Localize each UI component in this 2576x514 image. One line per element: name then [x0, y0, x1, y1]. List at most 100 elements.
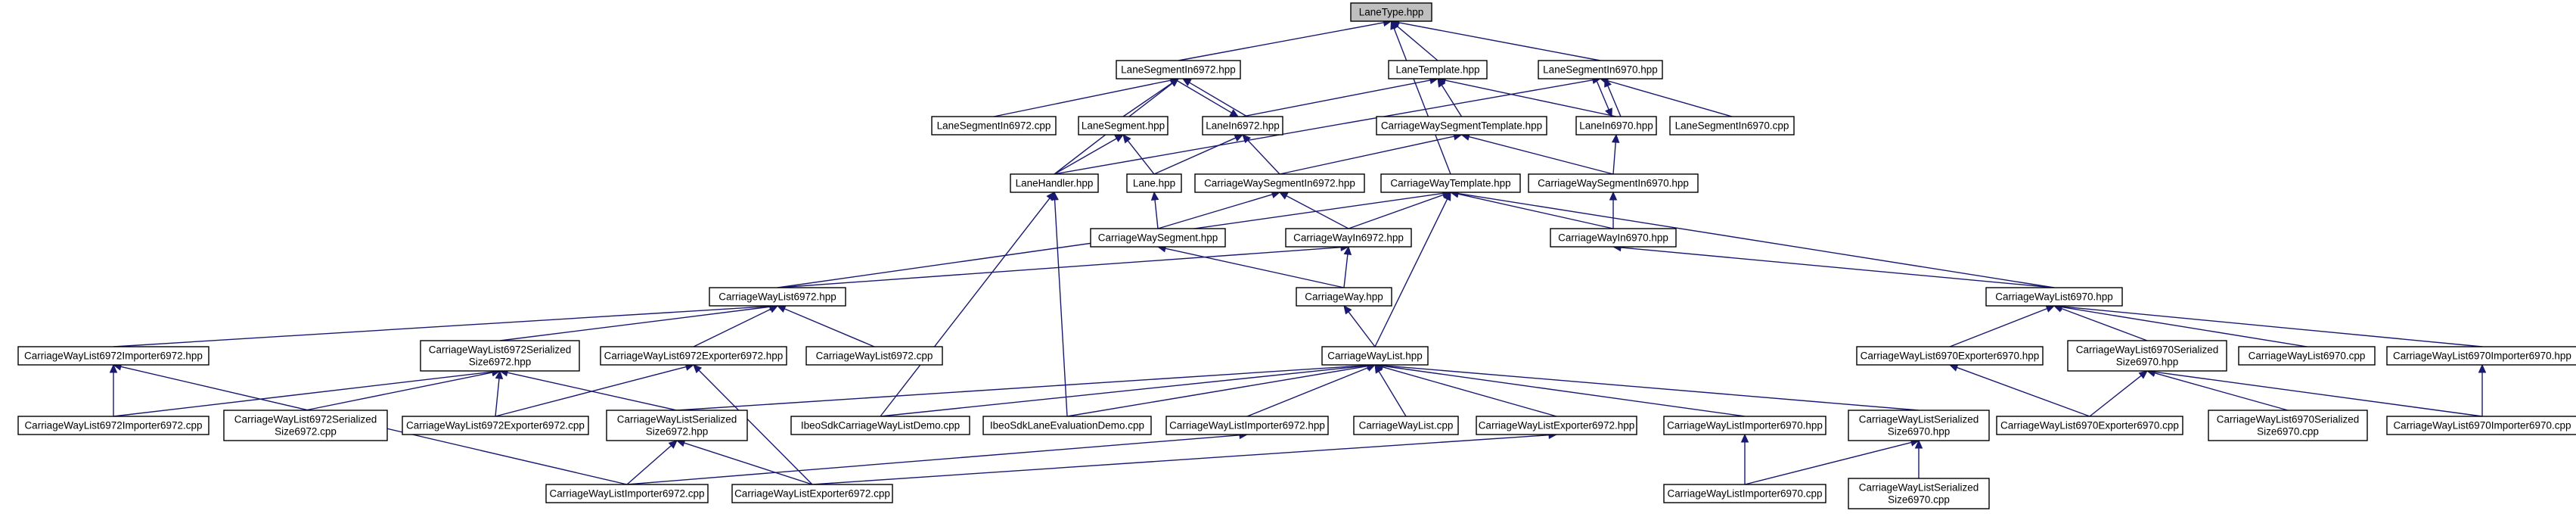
dependency-edge: [1122, 134, 1155, 175]
file-node-carriagewaysegment-hpp[interactable]: CarriageWaySegment.hpp: [1090, 228, 1226, 248]
edge-line: [1393, 28, 1451, 175]
dependency-edge: [2478, 363, 2487, 416]
node-box: [1285, 228, 1412, 248]
file-node-cwlexporter6972-hpp[interactable]: CarriageWayListExporter6972.hpp: [1476, 416, 1637, 435]
edge-line: [1348, 311, 1376, 347]
arrowhead-icon: [2045, 304, 2056, 313]
arrowhead-icon: [1611, 133, 1620, 143]
file-node-cwl6970importer6970-cpp[interactable]: CarriageWayList6970Importer6970.cpp: [2386, 416, 2576, 435]
node-box: [1663, 416, 1826, 435]
file-node-carriagewaysegmentin6972-hpp[interactable]: CarriageWaySegmentIn6972.hpp: [1194, 173, 1365, 193]
dependency-edge: [2146, 369, 2289, 411]
arrowhead-icon: [1114, 134, 1125, 142]
arrowhead-icon: [668, 440, 678, 449]
node-label: CarriageWayList6970.hpp: [1995, 291, 2113, 303]
edge-line: [1122, 83, 1173, 117]
node-label: CarriageWayListExporter6972.hpp: [1479, 420, 1635, 431]
node-box: [1856, 346, 2044, 366]
node-label: CarriageWayList.hpp: [1327, 350, 1423, 362]
file-node-cwlimporter6970-hpp[interactable]: CarriageWayListImporter6970.hpp: [1663, 416, 1826, 435]
node-label: LaneSegmentIn6970.cpp: [1675, 120, 1789, 132]
arrowhead-icon: [1390, 20, 1398, 30]
file-node-carriagewayin6970-hpp[interactable]: CarriageWayIn6970.hpp: [1550, 228, 1677, 248]
file-node-cwlexporter6972-cpp[interactable]: CarriageWayListExporter6972.cpp: [731, 484, 893, 503]
file-node-lanein6972-hpp[interactable]: LaneIn6972.hpp: [1202, 116, 1283, 136]
node-label: CarriageWayList6970Exporter6970.hpp: [1861, 350, 2040, 362]
edge-line: [1396, 25, 1439, 61]
dependency-edges: [109, 18, 2487, 485]
file-node-carriageway-hpp[interactable]: CarriageWay.hpp: [1296, 287, 1392, 307]
file-node-cwl6970exporter6970-cpp[interactable]: CarriageWayList6970Exporter6970.cpp: [1996, 416, 2183, 435]
node-label: Size6972.hpp: [646, 426, 709, 438]
file-node-cwl6972serializedsize6972-hpp[interactable]: CarriageWayList6972SerializedSize6972.hp…: [420, 340, 580, 372]
edge-line: [113, 305, 771, 347]
file-node-ibeosdkcarriagewaylistdemo-cpp[interactable]: IbeoSdkCarriageWayListDemo.cpp: [790, 416, 970, 435]
file-node-carriagewaylist6972-hpp[interactable]: CarriageWayList6972.hpp: [709, 287, 846, 307]
file-node-cwl6972serializedsize6972-cpp[interactable]: CarriageWayList6972SerializedSize6972.cp…: [223, 410, 388, 441]
edge-line: [1607, 85, 1622, 117]
file-node-lanein6970-hpp[interactable]: LaneIn6970.hpp: [1575, 116, 1657, 136]
file-node-carriagewaylist6970-cpp[interactable]: CarriageWayList6970.cpp: [2238, 346, 2376, 366]
node-label: Lane.hpp: [1133, 178, 1175, 189]
edge-line: [1054, 79, 1594, 175]
arrowhead-icon: [1169, 78, 1179, 87]
edge-line: [784, 308, 875, 347]
node-label: CarriageWayListSerialized: [1859, 482, 1979, 494]
node-label: LaneTemplate.hpp: [1395, 64, 1479, 76]
file-node-cwlimporter6972-hpp[interactable]: CarriageWayListImporter6972.hpp: [1165, 416, 1329, 435]
file-node-carriagewaylist-hpp[interactable]: CarriageWayList.hpp: [1321, 346, 1429, 366]
file-node-cwlimporter6972-cpp[interactable]: CarriageWayListImporter6972.cpp: [545, 484, 709, 503]
edge-line: [113, 371, 493, 417]
edge-line: [1949, 307, 2047, 347]
file-node-lanesegmentin6970-cpp[interactable]: LaneSegmentIn6970.cpp: [1669, 116, 1795, 136]
arrowhead-icon: [1051, 191, 1059, 201]
node-label: CarriageWayList6972Serialized: [429, 344, 572, 356]
node-label: CarriageWaySegmentIn6972.hpp: [1204, 178, 1355, 189]
edge-line: [693, 308, 771, 347]
file-node-cwl6970importer6970-hpp[interactable]: CarriageWayList6970Importer6970.hpp: [2386, 346, 2576, 366]
file-node-carriagewayin6972-hpp[interactable]: CarriageWayIn6972.hpp: [1285, 228, 1412, 248]
file-node-cwl6972exporter6972-hpp[interactable]: CarriageWayList6972Exporter6972.hpp: [600, 346, 787, 366]
node-box: [1848, 478, 1990, 509]
dependency-edge: [1595, 78, 1612, 118]
edge-line: [305, 372, 493, 411]
file-node-carriagewaylist6972-cpp[interactable]: CarriageWayList6972.cpp: [805, 346, 943, 366]
file-node-lanesegment-hpp[interactable]: LaneSegment.hpp: [1078, 116, 1169, 136]
file-node-cwl6972exporter6972-cpp[interactable]: CarriageWayList6972Exporter6972.cpp: [402, 416, 589, 435]
file-node-lanesegmentin6972-cpp[interactable]: LaneSegmentIn6972.cpp: [931, 116, 1057, 136]
arrowhead-icon: [1278, 192, 1289, 200]
dependency-edge: [1612, 243, 2055, 288]
edge-line: [676, 364, 1368, 411]
dependency-edge: [693, 364, 813, 485]
node-box: [1116, 60, 1241, 79]
file-node-lanehandler-hpp[interactable]: LaneHandler.hpp: [1010, 173, 1099, 193]
file-node-lanetemplate-hpp[interactable]: LaneTemplate.hpp: [1388, 60, 1488, 79]
file-node-carriagewaylist-cpp[interactable]: CarriageWayList.cpp: [1353, 416, 1459, 435]
dependency-edge: [1178, 18, 1392, 61]
file-node-carriagewaylist6970-hpp[interactable]: CarriageWayList6970.hpp: [1985, 287, 2123, 307]
file-node-cwlimporter6970-cpp[interactable]: CarriageWayListImporter6970.cpp: [1663, 484, 1826, 503]
dependency-edge: [626, 440, 678, 485]
file-node-ibeosdklaneevaluationdemo-cpp[interactable]: IbeoSdkLaneEvaluationDemo.cpp: [982, 416, 1152, 435]
edge-line: [1054, 138, 1117, 175]
node-label: CarriageWayListImporter6972.cpp: [549, 488, 704, 500]
file-node-carriagewaytemplate-hpp[interactable]: CarriageWayTemplate.hpp: [1380, 173, 1521, 193]
file-node-cwl6970serializedsize6970-hpp[interactable]: CarriageWayList6970SerializedSize6970.hp…: [2067, 340, 2227, 372]
file-node-cwl6972importer6972-hpp[interactable]: CarriageWayList6972Importer6972.hpp: [17, 346, 209, 366]
node-box: [1538, 60, 1663, 79]
file-node-lanesegmentin6970-hpp[interactable]: LaneSegmentIn6970.hpp: [1538, 60, 1663, 79]
file-node-cwl6970serializedsize6970-cpp[interactable]: CarriageWayList6970SerializedSize6970.cp…: [2208, 410, 2368, 441]
file-node-carriagewaysegmenttemplate-hpp[interactable]: CarriageWaySegmentTemplate.hpp: [1376, 116, 1547, 136]
node-box: [1321, 346, 1429, 366]
arrowhead-icon: [1605, 107, 1612, 118]
node-label: LaneIn6972.hpp: [1206, 120, 1280, 132]
file-node-cwl6972importer6972-cpp[interactable]: CarriageWayList6972Importer6972.cpp: [17, 416, 209, 435]
file-node-lanesegmentin6972-hpp[interactable]: LaneSegmentIn6972.hpp: [1116, 60, 1241, 79]
file-node-carriagewaysegmentin6970-hpp[interactable]: CarriageWaySegmentIn6970.hpp: [1528, 173, 1699, 193]
dependency-edge: [1437, 77, 1463, 117]
file-node-lane-hpp[interactable]: Lane.hpp: [1126, 173, 1182, 193]
file-node-cwl6970exporter6970-hpp[interactable]: CarriageWayList6970Exporter6970.hpp: [1856, 346, 2044, 366]
